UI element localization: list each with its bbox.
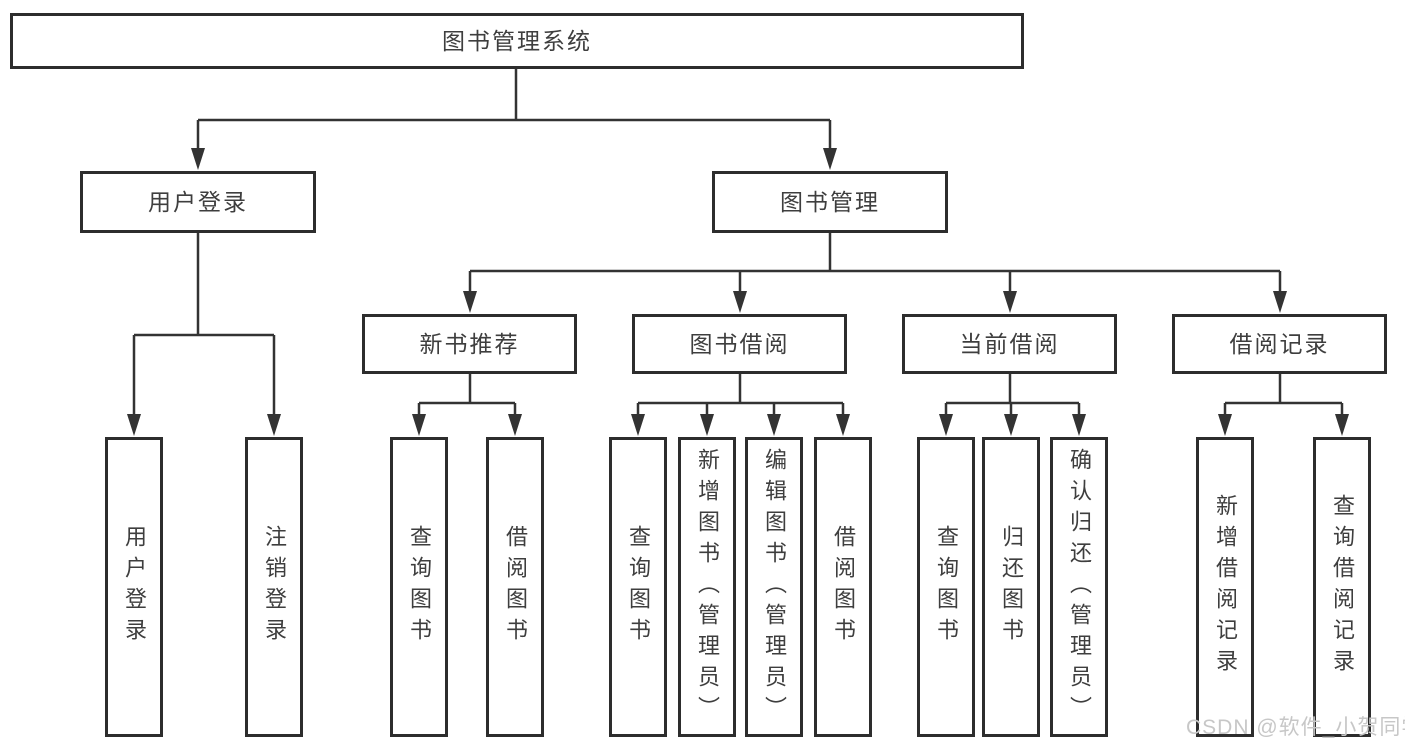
leaf-add-books-admin: 新增图书（管理员） [678, 437, 736, 737]
leaf-user-login-label: 用户登录 [122, 525, 147, 649]
leaf-logout-label: 注销登录 [262, 525, 287, 649]
node-borrow-records: 借阅记录 [1172, 314, 1387, 374]
leaf-return-books-label: 归还图书 [999, 525, 1024, 649]
node-borrow-records-label: 借阅记录 [1229, 330, 1330, 357]
node-user-login: 用户登录 [80, 171, 316, 233]
node-user-login-label: 用户登录 [148, 188, 248, 215]
node-root-label: 图书管理系统 [442, 27, 592, 54]
leaf-user-login: 用户登录 [105, 437, 163, 737]
node-root: 图书管理系统 [10, 13, 1024, 69]
leaf-edit-books-admin-label: 编辑图书（管理员） [762, 447, 787, 727]
leaf-logout: 注销登录 [245, 437, 303, 737]
leaf-query-books-borrow-label: 查询图书 [626, 525, 651, 649]
leaf-add-books-admin-label: 新增图书（管理员） [695, 447, 720, 727]
leaf-borrow-books-recommend: 借阅图书 [486, 437, 544, 737]
leaf-confirm-return-admin-label: 确认归还（管理员） [1067, 447, 1092, 727]
node-new-book-recommend: 新书推荐 [362, 314, 577, 374]
node-book-borrow-label: 图书借阅 [689, 330, 790, 357]
watermark: CSDN @软件_小贺同学 [1186, 716, 1405, 739]
leaf-borrow-books-label: 借阅图书 [831, 525, 856, 649]
node-book-borrow: 图书借阅 [632, 314, 847, 374]
leaf-query-borrow-record: 查询借阅记录 [1313, 437, 1371, 737]
leaf-borrow-books: 借阅图书 [814, 437, 872, 737]
node-new-book-recommend-label: 新书推荐 [419, 330, 520, 357]
leaf-confirm-return-admin: 确认归还（管理员） [1050, 437, 1108, 737]
leaf-query-borrow-record-label: 查询借阅记录 [1330, 494, 1355, 680]
leaf-query-books-current-label: 查询图书 [934, 525, 959, 649]
leaf-query-books-recommend: 查询图书 [390, 437, 448, 737]
leaf-add-borrow-record-label: 新增借阅记录 [1213, 494, 1238, 680]
leaf-return-books: 归还图书 [982, 437, 1040, 737]
leaf-add-borrow-record: 新增借阅记录 [1196, 437, 1254, 737]
node-book-management: 图书管理 [712, 171, 948, 233]
leaf-query-books-recommend-label: 查询图书 [407, 525, 432, 649]
leaf-borrow-books-recommend-label: 借阅图书 [503, 525, 528, 649]
leaf-edit-books-admin: 编辑图书（管理员） [745, 437, 803, 737]
node-current-borrow-label: 当前借阅 [959, 330, 1060, 357]
leaf-query-books-borrow: 查询图书 [609, 437, 667, 737]
node-current-borrow: 当前借阅 [902, 314, 1117, 374]
leaf-query-books-current: 查询图书 [917, 437, 975, 737]
node-book-management-label: 图书管理 [780, 188, 880, 215]
